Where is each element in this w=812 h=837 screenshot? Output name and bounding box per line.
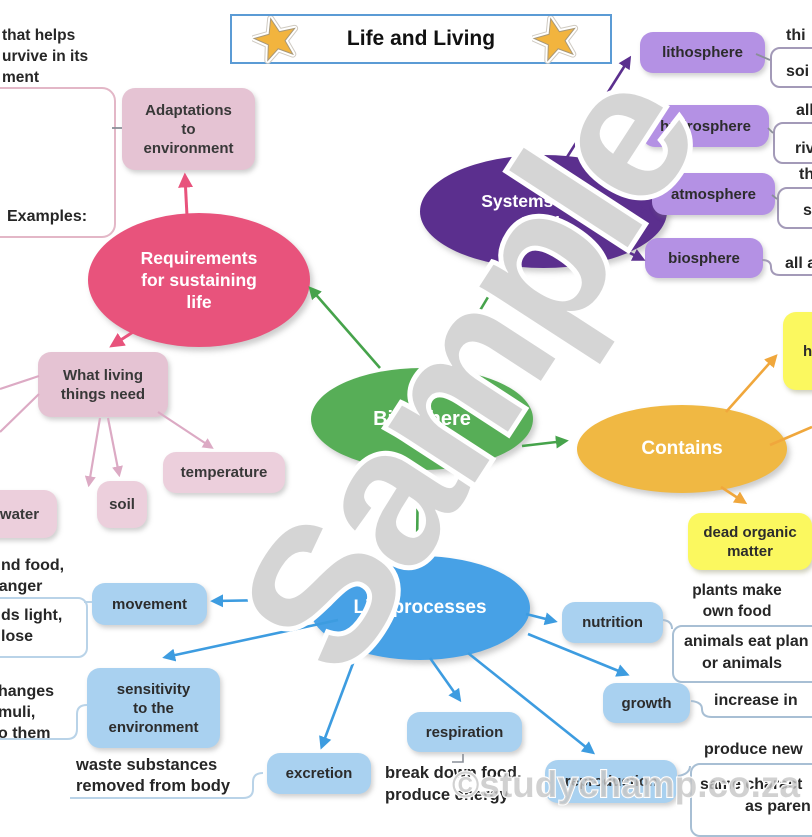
edge-processes-respiration — [428, 657, 462, 703]
adaptations-box: Adaptations to environment — [122, 88, 255, 170]
life-processes-ellipse: Life processes — [310, 556, 530, 660]
reproduction-note-parents: as paren — [745, 798, 811, 815]
hydrosphere-box: hydrosphere — [642, 105, 769, 147]
edge-requirements-adaptations — [178, 172, 194, 217]
sensitivity-note: hanges muli, o them — [0, 683, 55, 742]
what-living-things-need-box: What living things need — [38, 352, 168, 417]
atmosphere-note-line1: th — [799, 166, 812, 183]
excretion-box: excretion — [267, 753, 371, 794]
requirements-ellipse: Requirements for sustaining life — [88, 213, 310, 347]
systems-of-earth-ellipse: Systems of the Earth — [420, 155, 667, 268]
movement-note-danger: danger — [0, 578, 43, 595]
reproduction-box: reproduction — [545, 760, 677, 803]
edge-processes-excretion — [319, 649, 360, 750]
edge-whatneed-soil — [106, 417, 123, 478]
movement-note-light: ds light, — [1, 607, 63, 624]
nutrition-note-animals: animals eat plan — [684, 633, 809, 650]
sensitivity-box: sensitivity to the environment — [87, 668, 220, 748]
growth-note: increase in — [714, 692, 798, 709]
edge-processes-sensitivity — [162, 618, 339, 662]
hydrosphere-note-bracket — [773, 122, 812, 164]
connector-respiration-note — [452, 754, 464, 763]
soil-box: soil — [97, 481, 147, 528]
nutrition-note-or-animals: or animals — [702, 655, 783, 672]
edge-whatneed-offscreen-1 — [0, 374, 40, 391]
excretion-note: waste substances removed from body — [76, 756, 231, 795]
edge-systems-biosphere — [627, 249, 646, 261]
movement-note-find-food: nd food, — [1, 557, 65, 574]
connector-reproduction-note — [677, 765, 691, 777]
atmosphere-note-line2: s — [803, 202, 812, 219]
page-title: Life and Living — [346, 27, 496, 50]
examples-label: Examples: — [7, 208, 88, 225]
growth-box: growth — [603, 683, 690, 723]
temperature-box: temperature — [163, 452, 285, 493]
star-icon — [532, 16, 579, 64]
lithosphere-note-bracket — [770, 47, 812, 88]
nutrition-note-bracket — [672, 625, 812, 683]
atmosphere-note-bracket — [777, 187, 812, 229]
biosphere-box-note: all a — [785, 255, 812, 272]
edge-processes-nutrition — [525, 612, 558, 626]
dead-organic-matter-box: dead organic matter — [688, 513, 812, 570]
examples-callout-outline — [0, 87, 116, 238]
edge-whatneed-temperature — [157, 411, 214, 449]
nutrition-note-plants: plants make own food — [692, 582, 782, 620]
organism-survival-note: that helps urvive in its ment — [2, 27, 89, 86]
connector-nutrition-note — [662, 619, 673, 630]
biosphere-box: biosphere — [645, 238, 763, 278]
star-icon — [252, 16, 299, 64]
reproduction-note-produce: produce new — [704, 741, 803, 758]
hydrosphere-note-line2: riv — [795, 140, 812, 157]
nutrition-box: nutrition — [562, 602, 663, 643]
edge-biosphere-processes — [410, 470, 424, 552]
movement-note-bracket — [0, 597, 88, 658]
respiration-note: break down food, produce energy — [385, 764, 522, 804]
respiration-box: respiration — [407, 712, 522, 752]
edge-whatneed-offscreen-2 — [0, 393, 40, 433]
atmosphere-box: atmosphere — [652, 173, 775, 215]
edge-biosphere-systems — [449, 273, 503, 360]
water-box: water — [0, 490, 57, 538]
movement-note-close: lose — [1, 628, 34, 645]
reproduction-note-same: same charact — [700, 776, 803, 793]
contains-ellipse: Contains — [577, 405, 787, 493]
biosphere-central-ellipse: Biosphere — [311, 368, 533, 470]
edge-contains-humans — [725, 354, 778, 413]
edge-biosphere-contains — [521, 435, 569, 449]
hydrosphere-note-line1: all — [796, 102, 812, 119]
edge-contains-deadmatter — [720, 485, 748, 505]
edge-whatneed-water — [84, 417, 102, 488]
edge-biosphere-requirements — [308, 286, 381, 369]
humans-box: h — [783, 312, 812, 390]
lithosphere-note-line1: thi — [786, 27, 806, 44]
lithosphere-box: lithosphere — [640, 32, 765, 73]
edge-requirements-whatneed — [109, 330, 134, 348]
movement-box: movement — [92, 583, 207, 625]
title-banner: Life and Living — [230, 14, 612, 64]
lithosphere-note-line2: soi — [786, 63, 810, 80]
